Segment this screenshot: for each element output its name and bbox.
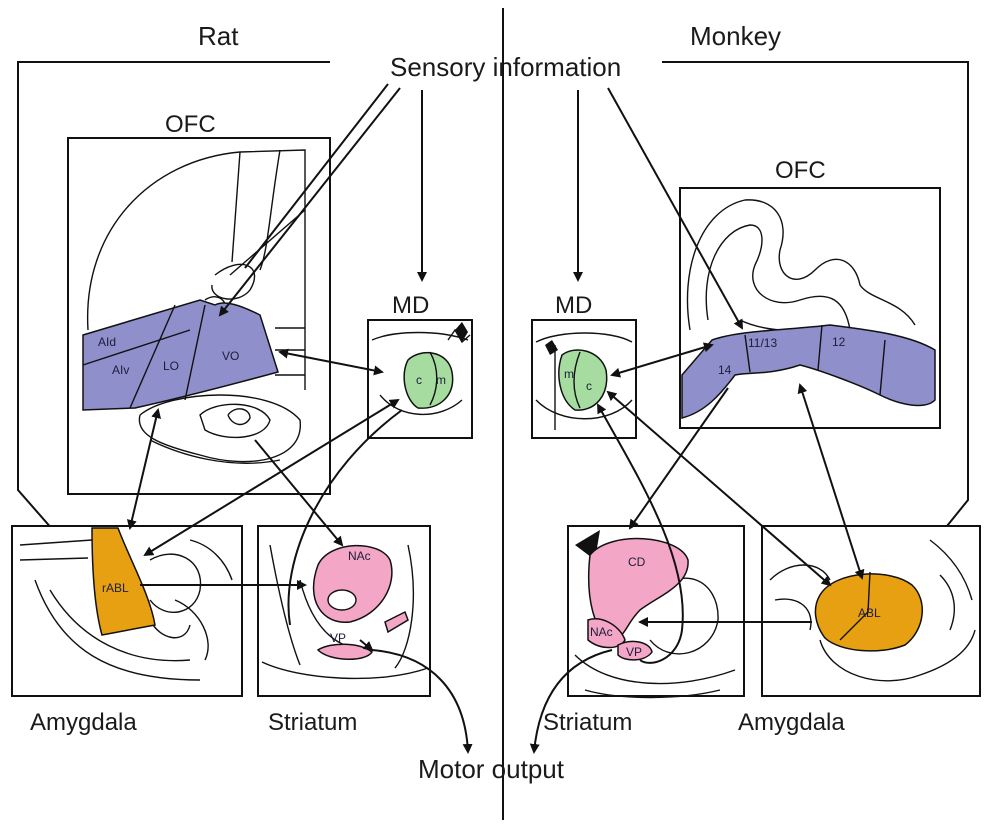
monkey-amygdala-abl-label: ABL	[858, 606, 881, 620]
monkey-heading: Monkey	[690, 21, 781, 51]
rat-striatum-vp-label: VP	[330, 631, 346, 645]
rat-ofc-aiv-label: AIv	[112, 363, 129, 377]
rat-md-c-label: c	[416, 373, 422, 387]
rat-md-title: MD	[392, 292, 429, 319]
rat-striatum-title: Striatum	[268, 709, 357, 736]
rat-heading: Rat	[198, 21, 239, 51]
monkey-amygdala-title: Amygdala	[738, 709, 845, 736]
rat-ofc-vo-label: VO	[222, 349, 239, 363]
rat-amygdala-rabl-label: rABL	[102, 581, 129, 595]
monkey-md-title: MD	[555, 292, 592, 319]
rat-striatum-nac-label: NAc	[348, 549, 371, 563]
rat-md-m-label: m	[436, 373, 446, 387]
rat-amygdala-title: Amygdala	[30, 709, 137, 736]
monkey-ofc-14-label: 14	[718, 363, 732, 377]
monkey-striatum-cd-label: CD	[628, 555, 646, 569]
rat-ofc-aid-label: AId	[98, 335, 116, 349]
motor-output-label: Motor output	[418, 754, 565, 784]
monkey-ofc-12-label: 12	[832, 335, 846, 349]
sensory-information-label: Sensory information	[390, 52, 621, 82]
monkey-md-c-label: c	[586, 379, 592, 393]
rat-ofc-lo-label: LO	[163, 359, 179, 373]
monkey-ofc-title: OFC	[775, 157, 826, 184]
monkey-striatum-nac-label: NAc	[590, 625, 613, 639]
monkey-striatum-title: Striatum	[543, 709, 632, 736]
monkey-ofc-1113-label: 11/13	[748, 336, 777, 350]
monkey-md-m-label: m	[564, 367, 574, 381]
rat-ofc-title: OFC	[165, 111, 216, 138]
monkey-striatum-vp-label: VP	[626, 645, 642, 659]
